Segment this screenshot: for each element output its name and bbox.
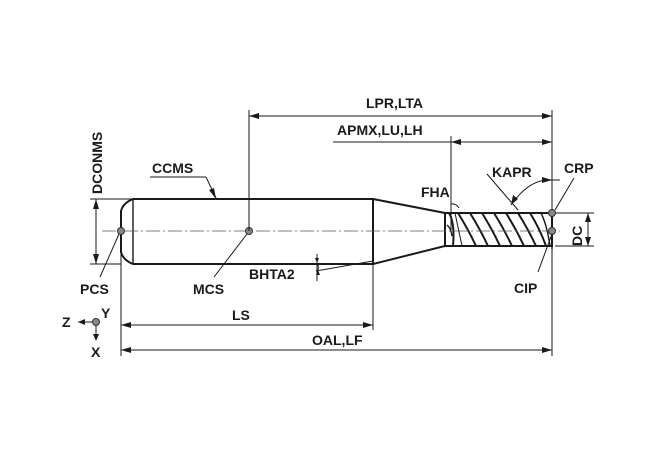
ls-label: LS bbox=[232, 307, 250, 323]
apmx-lu-lh-label: APMX,LU,LH bbox=[337, 122, 423, 138]
dconms-label: DCONMS bbox=[89, 132, 105, 194]
oal-dimension bbox=[121, 249, 553, 356]
helical-flutes bbox=[446, 212, 551, 247]
lpr-lta-label: LPR,LTA bbox=[366, 95, 423, 111]
ls-dimension bbox=[120, 252, 374, 356]
coordinate-axes bbox=[78, 318, 100, 341]
kapr-dimension bbox=[486, 173, 560, 211]
ccms-leader bbox=[150, 176, 217, 199]
cip-leader bbox=[537, 233, 553, 273]
kapr-label: KAPR bbox=[492, 164, 532, 180]
mcs-leader bbox=[213, 233, 248, 278]
axis-x-label: X bbox=[91, 344, 101, 360]
ccms-label: CCMS bbox=[152, 160, 193, 176]
cip-label: CIP bbox=[514, 280, 537, 296]
dc-dimension bbox=[555, 212, 594, 247]
axis-z-label: Z bbox=[62, 314, 71, 330]
tool-outline bbox=[120, 198, 553, 265]
axis-y-label: Y bbox=[101, 305, 111, 321]
crp-leader bbox=[554, 177, 575, 211]
neck-taper-outline bbox=[372, 198, 446, 265]
pcs-point bbox=[117, 227, 125, 235]
bhta2-label: BHTA2 bbox=[249, 266, 295, 282]
cip-point bbox=[548, 227, 556, 235]
fha-dimension bbox=[450, 200, 463, 247]
pcs-label: PCS bbox=[80, 281, 109, 297]
fha-label: FHA bbox=[421, 184, 450, 200]
lpr-dimension bbox=[248, 110, 553, 231]
crp-point bbox=[548, 209, 556, 217]
crp-label: CRP bbox=[564, 160, 594, 176]
pcs-leader bbox=[99, 233, 120, 278]
dconms-dimension bbox=[90, 198, 133, 265]
dc-label: DC bbox=[569, 226, 585, 246]
oal-lf-label: OAL,LF bbox=[312, 332, 363, 348]
bhta2-dimension bbox=[315, 254, 374, 281]
mcs-label: MCS bbox=[193, 281, 224, 297]
